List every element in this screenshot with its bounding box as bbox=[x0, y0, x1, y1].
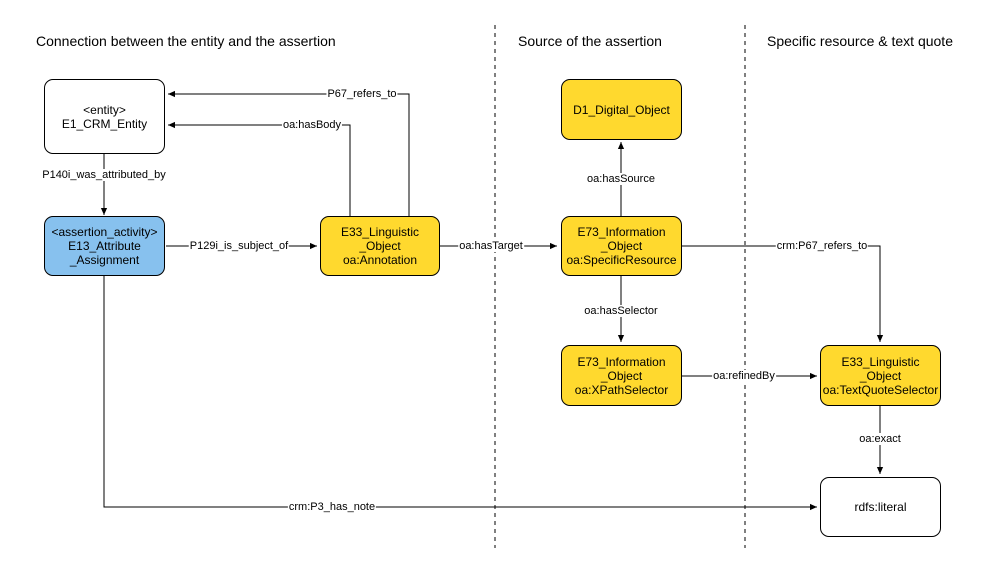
node-xpath-selector[interactable]: E73_Information _Object oa:XPathSelector bbox=[561, 345, 682, 406]
edge-label-p140i: P140i_was_attributed_by bbox=[41, 169, 167, 181]
section-title-source: Source of the assertion bbox=[518, 33, 662, 49]
edge-label-refined-by: oa:refinedBy bbox=[712, 370, 776, 382]
edge-p67-refers-to bbox=[168, 90, 410, 218]
section-title-specific: Specific resource & text quote bbox=[767, 33, 953, 49]
edge-has-body bbox=[168, 121, 351, 218]
edge-label-p67-refers-to: P67_refers_to bbox=[326, 88, 398, 100]
edge-label-has-target: oa:hasTarget bbox=[458, 240, 524, 252]
node-specific-resource[interactable]: E73_Information _Object oa:SpecificResou… bbox=[561, 216, 682, 276]
edge-label-crm-p67-refers-to: crm:P67_refers_to bbox=[775, 240, 869, 252]
node-entity[interactable]: <entity> E1_CRM_Entity bbox=[44, 79, 165, 154]
edge-label-has-source: oa:hasSource bbox=[586, 173, 656, 185]
edge-label-p3-has-note: crm:P3_has_note bbox=[287, 501, 377, 513]
edge-label-p129i: P129i_is_subject_of bbox=[188, 240, 290, 252]
node-literal[interactable]: rdfs:literal bbox=[820, 477, 941, 537]
edge-label-has-body: oa:hasBody bbox=[281, 119, 343, 131]
node-assertion-activity[interactable]: <assertion_activity> E13_Attribute _Assi… bbox=[44, 216, 165, 276]
edge-label-exact: oa:exact bbox=[858, 433, 902, 445]
node-annotation[interactable]: E33_Linguistic _Object oa:Annotation bbox=[320, 216, 440, 276]
section-title-connection: Connection between the entity and the as… bbox=[36, 33, 336, 49]
node-digital-object[interactable]: D1_Digital_Object bbox=[561, 79, 682, 140]
node-text-quote-selector[interactable]: E33_Linguistic _Object oa:TextQuoteSelec… bbox=[820, 345, 941, 406]
edge-p3-has-note bbox=[103, 276, 817, 511]
edge-label-has-selector: oa:hasSelector bbox=[583, 305, 659, 317]
edge-crm-p67-refers-to bbox=[682, 245, 884, 342]
